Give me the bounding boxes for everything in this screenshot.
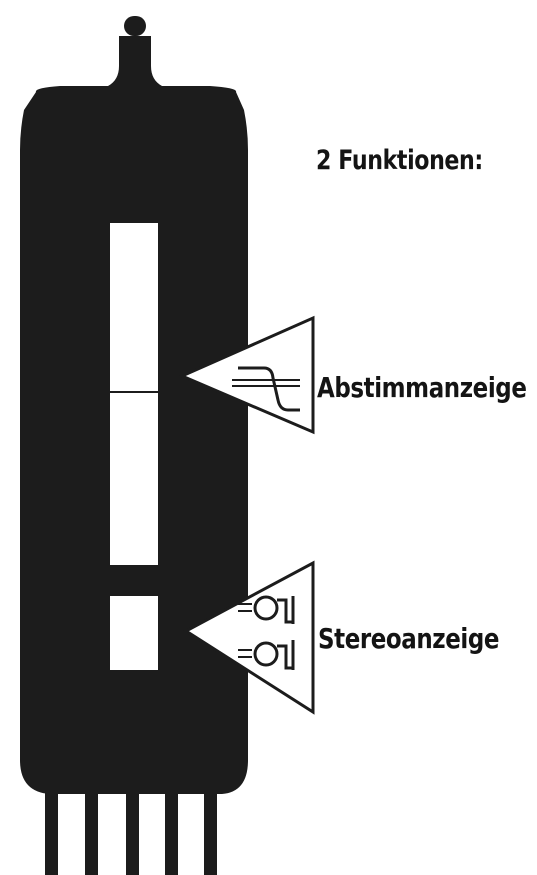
tube-pin (165, 790, 178, 875)
diagram-heading: 2 Funktionen: (316, 145, 483, 176)
tube-pins (45, 790, 217, 875)
tube-pin (85, 790, 98, 875)
tube-tip (108, 16, 162, 86)
tuning-indicator-window (110, 223, 158, 565)
stereo-function-label: Stereoanzeige (318, 622, 499, 655)
tube-pin (204, 790, 217, 875)
tuning-function-label: Abstimmanzeige (317, 371, 526, 404)
stereo-indicator-window (110, 596, 158, 670)
tube-pin (45, 790, 58, 875)
tube-pin (126, 790, 139, 875)
